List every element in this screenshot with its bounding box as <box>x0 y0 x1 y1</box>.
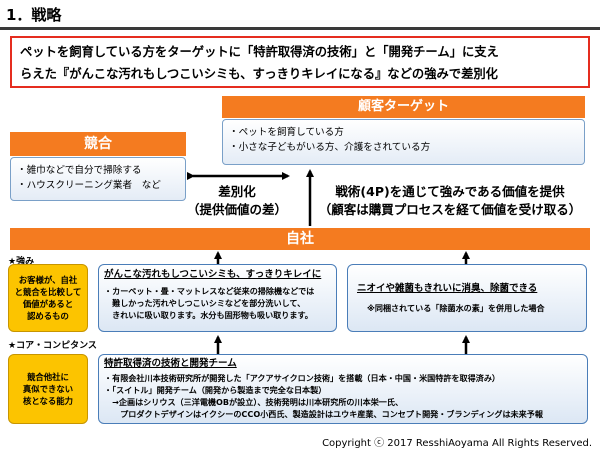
core-competence-line: ・「スイトル」開発チーム（開発から製造まで完全な日本製） <box>104 385 327 395</box>
strength-deodorize-title: ニオイや雑菌もきれいに消臭、除菌できる <box>357 283 538 294</box>
core-note-line: 核となる能力 <box>23 396 73 406</box>
competition-item: ・雑巾などで自分で掃除する <box>17 165 142 176</box>
strength-cleaning-line: 難しかった汚れやしつこいシミなどを部分洗いして、 <box>104 298 306 308</box>
differentiation-title: 差別化 <box>218 184 256 199</box>
core-competence-label: ★コア・コンピタンス <box>8 341 97 351</box>
competition-header: 競合 <box>10 132 186 156</box>
strengths-note: お客様が、自社 と競合を比較して 価値があると 認めるもの <box>8 264 88 332</box>
copyright-notice: Copyright ⓒ 2017 ResshiAoyama All Rights… <box>322 438 592 449</box>
core-competence-line: プロダクトデザインはイクシーのCCO小西氏、製造設計はユウキ産業、コンセプト開発… <box>104 409 543 419</box>
customer-target-header: 顧客ターゲット <box>222 96 585 118</box>
target-item: ・ペットを飼育している方 <box>229 127 344 138</box>
value-delivery-title: 戦術(4P)を通じて強みである価値を提供 <box>335 184 565 199</box>
strengths-note-line: お客様が、自社 <box>18 275 78 285</box>
value-delivery-label: 戦術(4P)を通じて強みである価値を提供 （顧客は購買プロセスを経て価値を受け取… <box>300 183 600 219</box>
strategy-summary-box: ペットを飼育している方をターゲットに「特許取得済の技術」と「開発チーム」に支え … <box>10 36 590 88</box>
competition-item: ・ハウスクリーニング業者 など <box>17 180 161 191</box>
strength-cleaning-title: がんこな汚れもしつこいシミも、すっきりキレイに <box>104 269 322 280</box>
strength-cleaning-line: きれいに吸い取ります。水分も固形物も吸い取ります。 <box>104 310 313 320</box>
strength-cleaning-line: ・カーペット・畳・マットレスなど従来の掃除機などでは <box>104 286 315 296</box>
strengths-label: ★強み <box>8 257 35 267</box>
core-competence-line: ・有限会社川本技術研究所が開発した「アクアサイクロン技術」を搭載（日本・中国・米… <box>104 373 501 383</box>
strengths-note-line: 認めるもの <box>27 311 69 321</box>
strength-cleaning-box: がんこな汚れもしつこいシミも、すっきりキレイに ・カーペット・畳・マットレスなど… <box>98 264 337 332</box>
core-competence-title: 特許取得済の技術と開発チーム <box>104 358 237 369</box>
core-competence-line: →企画はシリウス（三洋電機OBが設立）、技術発明は川本研究所の川本栄一氏、 <box>104 397 404 407</box>
differentiation-subtitle: （提供価値の差） <box>186 202 287 217</box>
target-item: ・小さな子どもがいる方、介護をされている方 <box>229 142 431 153</box>
title-divider <box>0 27 600 30</box>
differentiation-label: 差別化 （提供価値の差） <box>182 183 292 219</box>
strength-deodorize-line: ※同梱されている「除菌水の素」を併用した場合 <box>367 303 545 313</box>
summary-line-1: ペットを飼育している方をターゲットに「特許取得済の技術」と「開発チーム」に支え <box>20 45 499 59</box>
customer-target-box: ・ペットを飼育している方 ・小さな子どもがいる方、介護をされている方 <box>222 119 585 165</box>
core-competence-box: 特許取得済の技術と開発チーム ・有限会社川本技術研究所が開発した「アクアサイクロ… <box>98 354 588 424</box>
core-note-line: 真似できない <box>22 384 74 394</box>
strengths-note-line: 価値があると <box>22 299 74 309</box>
own-company-header: 自社 <box>10 228 590 250</box>
core-note-line: 競合他社に <box>27 372 69 382</box>
strength-deodorize-box: ニオイや雑菌もきれいに消臭、除菌できる ※同梱されている「除菌水の素」を併用した… <box>347 264 587 332</box>
competition-box: ・雑巾などで自分で掃除する ・ハウスクリーニング業者 など <box>10 157 186 201</box>
strengths-note-line: と競合を比較して <box>14 287 82 297</box>
value-delivery-subtitle: （顧客は購買プロセスを経て価値を受け取る） <box>318 202 582 217</box>
page-title: 1．戦略 <box>6 6 62 24</box>
core-competence-note: 競合他社に 真似できない 核となる能力 <box>8 354 88 424</box>
summary-line-2: らえた『がんこな汚れもしつこいシミも、すっきりキレイになる』などの強みで差別化 <box>20 67 498 81</box>
